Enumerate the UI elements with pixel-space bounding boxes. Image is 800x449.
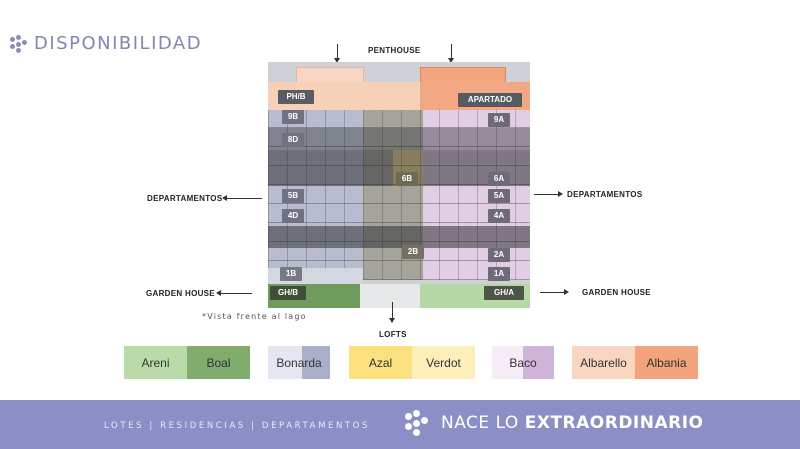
brand-dots-icon	[405, 410, 429, 436]
legend-azal[interactable]: Azal	[349, 346, 412, 379]
footer-bar	[0, 400, 800, 449]
garden-left-line	[220, 293, 252, 294]
unit-1b[interactable]: 1B	[280, 267, 302, 281]
legend-bonarda[interactable]: Bonarda	[268, 346, 330, 379]
departamentos-left-label: DEPARTAMENTOS	[147, 194, 223, 203]
page-title: DISPONIBILIDAD	[34, 33, 203, 54]
unit-ghb[interactable]: GH/B	[270, 286, 306, 300]
arrow-down-icon	[334, 58, 340, 63]
legend-boal[interactable]: Boal	[187, 346, 250, 379]
unit-1a[interactable]: 1A	[488, 267, 510, 281]
penthouse-arrow-left	[337, 44, 338, 60]
legend-orange: Albarello Albania	[572, 346, 698, 379]
legend-albania[interactable]: Albania	[635, 346, 698, 379]
legend-yellow: Azal Verdot	[349, 346, 475, 379]
departamentos-left-line	[226, 198, 262, 199]
vista-note: *Vista frente al lago	[202, 312, 307, 321]
unit-phb[interactable]: PH/B	[278, 90, 314, 104]
unit-5b[interactable]: 5B	[282, 189, 304, 203]
departamentos-right-line	[534, 194, 560, 195]
unit-2a[interactable]: 2A	[488, 248, 510, 262]
tag-bold: EXTRAORDINARIO	[524, 413, 704, 433]
arrow-left-icon	[222, 195, 227, 201]
footer-tag: NACE LO EXTRAORDINARIO	[441, 413, 704, 433]
page-header: DISPONIBILIDAD	[10, 33, 202, 54]
unit-6a[interactable]: 6A	[488, 172, 510, 186]
lofts-line	[392, 302, 393, 320]
arrow-left-icon	[216, 290, 221, 296]
unit-gha[interactable]: GH/A	[484, 286, 524, 300]
garden-house-left-label: GARDEN HOUSE	[146, 289, 215, 298]
unit-6b[interactable]: 6B	[396, 172, 418, 186]
unit-9b[interactable]: 9B	[282, 110, 304, 124]
garden-right-line	[540, 292, 566, 293]
arrow-right-icon	[564, 289, 569, 295]
legend-areni[interactable]: Areni	[124, 346, 187, 379]
arrow-right-icon	[558, 191, 563, 197]
legend-baco-block: Baco	[492, 346, 554, 379]
unit-5a[interactable]: 5A	[488, 189, 510, 203]
footer-categories: LOTES | RESIDENCIAS | DEPARTAMENTOS	[104, 421, 371, 431]
arrow-down-icon	[389, 318, 395, 323]
tag-light: NACE LO	[441, 413, 525, 433]
unit-2b[interactable]: 2B	[402, 245, 424, 259]
unit-4d[interactable]: 4D	[282, 209, 304, 223]
legend-verdot[interactable]: Verdot	[412, 346, 475, 379]
arrow-down-icon	[448, 58, 454, 63]
unit-apartado[interactable]: APARTADO	[458, 93, 522, 107]
penthouse-arrow-right	[451, 44, 452, 60]
garden-house-right-label: GARDEN HOUSE	[582, 288, 651, 297]
legend-albarello[interactable]: Albarello	[572, 346, 635, 379]
penthouse-label: PENTHOUSE	[368, 46, 421, 55]
legend-green: Areni Boal	[124, 346, 250, 379]
brand-dots-icon	[10, 34, 28, 53]
unit-8d[interactable]: 8D	[282, 133, 304, 147]
departamentos-right-label: DEPARTAMENTOS	[567, 190, 643, 199]
legend-baco[interactable]: Baco	[492, 346, 554, 379]
legend-bonarda-block: Bonarda	[268, 346, 330, 379]
unit-4a[interactable]: 4A	[488, 209, 510, 223]
lofts-label: LOFTS	[379, 330, 407, 339]
footer-tagline: NACE LO EXTRAORDINARIO	[405, 410, 704, 436]
unit-9a[interactable]: 9A	[488, 113, 510, 127]
